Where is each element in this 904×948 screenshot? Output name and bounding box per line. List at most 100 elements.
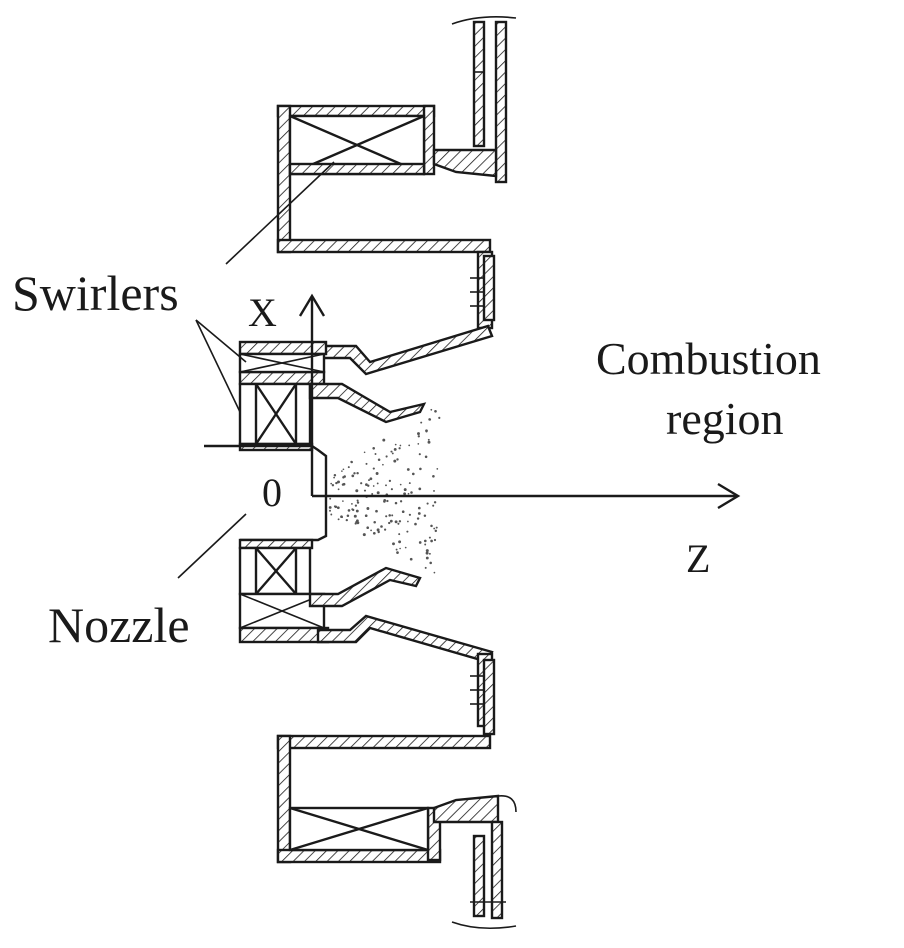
spray-droplet	[419, 467, 422, 471]
lower-lip	[432, 794, 500, 824]
lower-flare	[308, 566, 422, 608]
spray-droplet	[432, 504, 435, 507]
spray-droplet	[403, 488, 407, 492]
spray-droplet	[356, 499, 359, 502]
spray-droplet	[368, 479, 370, 482]
inner-swirler-lower-a	[238, 546, 312, 596]
spray-droplet	[367, 484, 370, 487]
spray-droplet	[377, 458, 381, 462]
combustion-label-line2: region	[666, 393, 784, 444]
swirlers-label: Swirlers	[12, 265, 179, 321]
origin-label: 0	[262, 470, 282, 515]
spray-droplet	[414, 522, 417, 526]
spray-droplet	[411, 472, 415, 476]
spray-droplet	[395, 548, 398, 551]
spray-droplet	[356, 521, 360, 525]
spray-droplet	[416, 517, 420, 520]
upper-casing-wall	[472, 20, 486, 148]
inner-swirler-group-upper	[238, 340, 427, 452]
spray-droplet	[438, 416, 441, 419]
spray-droplet	[342, 500, 344, 502]
spray-droplet	[375, 509, 378, 513]
spray-droplet	[388, 521, 391, 525]
spray-droplet	[355, 489, 359, 493]
spray-droplet	[418, 453, 421, 456]
spray-droplet	[436, 468, 439, 470]
spray-droplet	[388, 479, 392, 483]
spray-droplet	[356, 501, 360, 504]
spray-droplet	[433, 527, 436, 530]
spray-droplet	[385, 484, 387, 487]
spray-droplet	[425, 551, 429, 555]
spray-droplet	[420, 421, 423, 424]
spray-droplet	[372, 485, 375, 487]
spray-droplet	[375, 472, 379, 475]
upper-casing-wall-inner	[494, 20, 508, 184]
spray-droplet	[432, 475, 435, 478]
upper-flare	[308, 382, 427, 424]
swirlers-leader-inner-b	[195, 319, 241, 413]
spray-droplet	[384, 528, 387, 531]
spray-droplet	[391, 452, 394, 455]
spray-droplet	[337, 480, 340, 484]
spray-droplet	[365, 483, 368, 486]
spray-droplet	[345, 518, 348, 522]
spray-droplet	[371, 493, 374, 495]
spray-cone	[328, 408, 441, 574]
z-axis-arrow	[312, 482, 741, 510]
spray-droplet	[417, 435, 420, 438]
spray-droplet	[351, 474, 355, 478]
inner-swirler-upper-b	[238, 382, 312, 446]
spray-droplet	[376, 491, 380, 495]
spray-droplet	[373, 521, 376, 524]
spray-droplet	[408, 444, 411, 447]
axis-z-label: Z	[686, 536, 710, 581]
spray-droplet	[424, 543, 427, 546]
spray-droplet	[341, 483, 345, 486]
spray-droplet	[434, 409, 437, 413]
spray-droplet	[396, 551, 399, 554]
lower-liner	[276, 614, 517, 930]
axis-x-label: X	[248, 290, 277, 335]
lower-casing-wall	[472, 834, 486, 918]
spray-droplet	[407, 520, 409, 523]
spray-droplet	[372, 531, 376, 535]
x-axis-arrow	[298, 293, 326, 496]
spray-droplet	[417, 512, 421, 515]
spray-droplet	[365, 462, 368, 465]
spray-droplet	[433, 538, 437, 542]
spray-droplet	[385, 515, 388, 518]
spray-droplet	[427, 440, 431, 444]
spray-droplet	[330, 513, 333, 516]
spray-droplet	[390, 450, 393, 453]
spray-droplet	[398, 540, 402, 544]
spray-droplet	[398, 533, 401, 536]
spray-droplet	[372, 447, 375, 450]
inner-swirler-group-lower	[238, 538, 422, 644]
lower-casing-arc	[451, 921, 517, 930]
spray-droplet	[328, 506, 332, 509]
spray-droplet	[425, 430, 428, 433]
outer-swirler-housing-bottom	[276, 238, 492, 254]
inner-swirler-upper-a	[238, 352, 326, 374]
spray-droplet	[337, 488, 340, 491]
spray-droplet	[363, 489, 367, 492]
spray-droplet	[376, 482, 379, 485]
spray-droplet	[360, 482, 363, 485]
outer-swirler-housing-top-lower	[276, 734, 492, 750]
spray-droplet	[366, 507, 370, 510]
spray-droplet	[354, 504, 357, 507]
spray-droplet	[353, 472, 356, 475]
outer-swirler-housing-top	[276, 104, 436, 118]
spray-droplet	[363, 451, 366, 454]
spray-droplet	[341, 470, 343, 472]
spray-droplet	[399, 547, 401, 550]
spray-droplet	[426, 502, 429, 505]
spray-droplet	[390, 488, 393, 491]
lower-sloped-liner	[316, 614, 494, 664]
combustion-label-line1: Combustion	[596, 333, 821, 384]
spray-droplet	[382, 463, 384, 466]
outer-swirler-housing-left-lower	[276, 734, 292, 864]
spray-droplet	[424, 566, 427, 569]
